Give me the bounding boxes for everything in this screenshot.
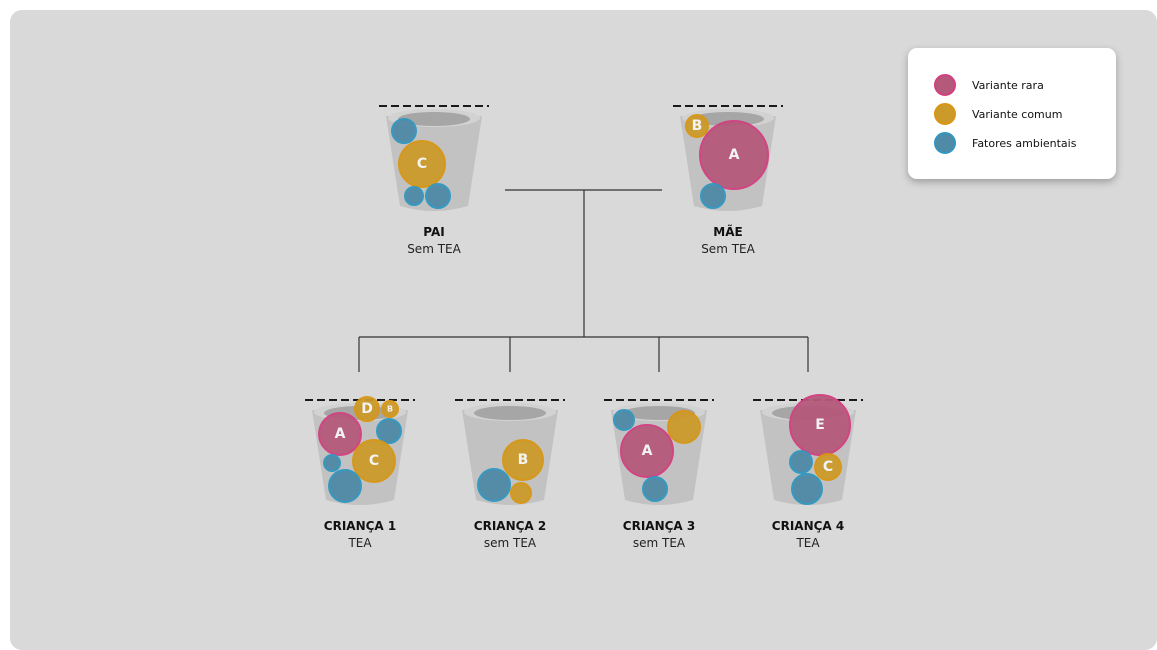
fatores-ambientais-circle: [425, 183, 451, 209]
legend-label: Fatores ambientais: [972, 136, 1077, 150]
factor-label: C: [823, 459, 833, 475]
fatores-ambientais-circle: [477, 468, 511, 502]
legend-item-variante-rara: Variante rara: [934, 72, 1044, 98]
legend-label: Variante comum: [972, 107, 1063, 121]
individual-title: MÃE: [713, 224, 742, 239]
individual-status: TEA: [347, 536, 372, 550]
legend: Variante rara Variante comum Fatores amb…: [908, 48, 1116, 179]
variante-comum-circle: [510, 482, 532, 504]
variante-comum-circle: C: [352, 439, 396, 483]
factor-label: B: [692, 118, 703, 134]
fatores-ambientais-circle: [700, 183, 726, 209]
fatores-ambientais-circle: [323, 454, 341, 472]
factor-label: B: [518, 452, 529, 468]
family-buckets: C PAI Sem TEA B A MÃE Sem TEA D B A C CRIANÇA 1 TEA B…: [305, 105, 863, 550]
variante-rara-circle: E: [789, 394, 851, 456]
variante-comum-swatch: [934, 103, 956, 125]
individual-mae: B A MÃE Sem TEA: [673, 105, 783, 256]
factor-label: D: [361, 401, 373, 417]
individual-status: sem TEA: [484, 536, 537, 550]
variante-comum-circle: [667, 410, 701, 444]
individual-title: CRIANÇA 1: [324, 519, 396, 533]
individual-crianca3: A CRIANÇA 3 sem TEA: [604, 399, 714, 550]
legend-label: Variante rara: [972, 78, 1044, 92]
factor-label: A: [335, 426, 346, 442]
fatores-ambientais-circle: [791, 473, 823, 505]
individual-status: Sem TEA: [407, 242, 461, 256]
individual-status: sem TEA: [633, 536, 686, 550]
individual-crianca4: E C CRIANÇA 4 TEA: [753, 394, 863, 550]
legend-item-variante-comum: Variante comum: [934, 101, 1062, 127]
variante-comum-circle: B: [502, 439, 544, 481]
individual-status: Sem TEA: [701, 242, 755, 256]
fatores-ambientais-circle: [642, 476, 668, 502]
variante-comum-circle: B: [381, 400, 399, 418]
fatores-ambientais-circle: [328, 469, 362, 503]
fatores-ambientais-circle: [404, 186, 424, 206]
individual-crianca1: D B A C CRIANÇA 1 TEA: [305, 396, 415, 550]
individual-crianca2: B CRIANÇA 2 sem TEA: [455, 399, 565, 550]
bucket-opening: [474, 406, 546, 420]
bucket-opening: [398, 112, 470, 126]
individual-status: TEA: [795, 536, 820, 550]
variante-comum-circle: C: [814, 453, 842, 481]
factor-label: C: [417, 156, 427, 172]
factor-label: B: [387, 405, 393, 414]
variante-rara-circle: A: [699, 120, 769, 190]
legend-item-fatores-ambientais: Fatores ambientais: [934, 130, 1076, 156]
individual-pai: C PAI Sem TEA: [379, 105, 489, 256]
factor-label: E: [815, 417, 825, 433]
variante-rara-circle: A: [620, 424, 674, 478]
variante-comum-circle: D: [354, 396, 380, 422]
variante-comum-circle: B: [685, 114, 709, 138]
factor-label: C: [369, 453, 379, 469]
individual-title: PAI: [423, 225, 444, 239]
variante-rara-swatch: [934, 74, 956, 96]
individual-title: CRIANÇA 3: [623, 519, 695, 533]
variante-rara-circle: A: [318, 412, 362, 456]
individual-title: CRIANÇA 4: [772, 519, 844, 533]
pedigree-diagram: C PAI Sem TEA B A MÃE Sem TEA D B A C CRIANÇA 1 TEA B…: [305, 105, 863, 550]
fatores-ambientais-circle: [613, 409, 635, 431]
individual-title: CRIANÇA 2: [474, 519, 546, 533]
family-connectors: [358, 189, 809, 372]
variante-comum-circle: C: [398, 140, 446, 188]
fatores-ambientais-swatch: [934, 132, 956, 154]
factor-label: A: [642, 443, 653, 459]
factor-label: A: [729, 147, 740, 163]
fatores-ambientais-circle: [789, 450, 813, 474]
fatores-ambientais-circle: [376, 418, 402, 444]
fatores-ambientais-circle: [391, 118, 417, 144]
